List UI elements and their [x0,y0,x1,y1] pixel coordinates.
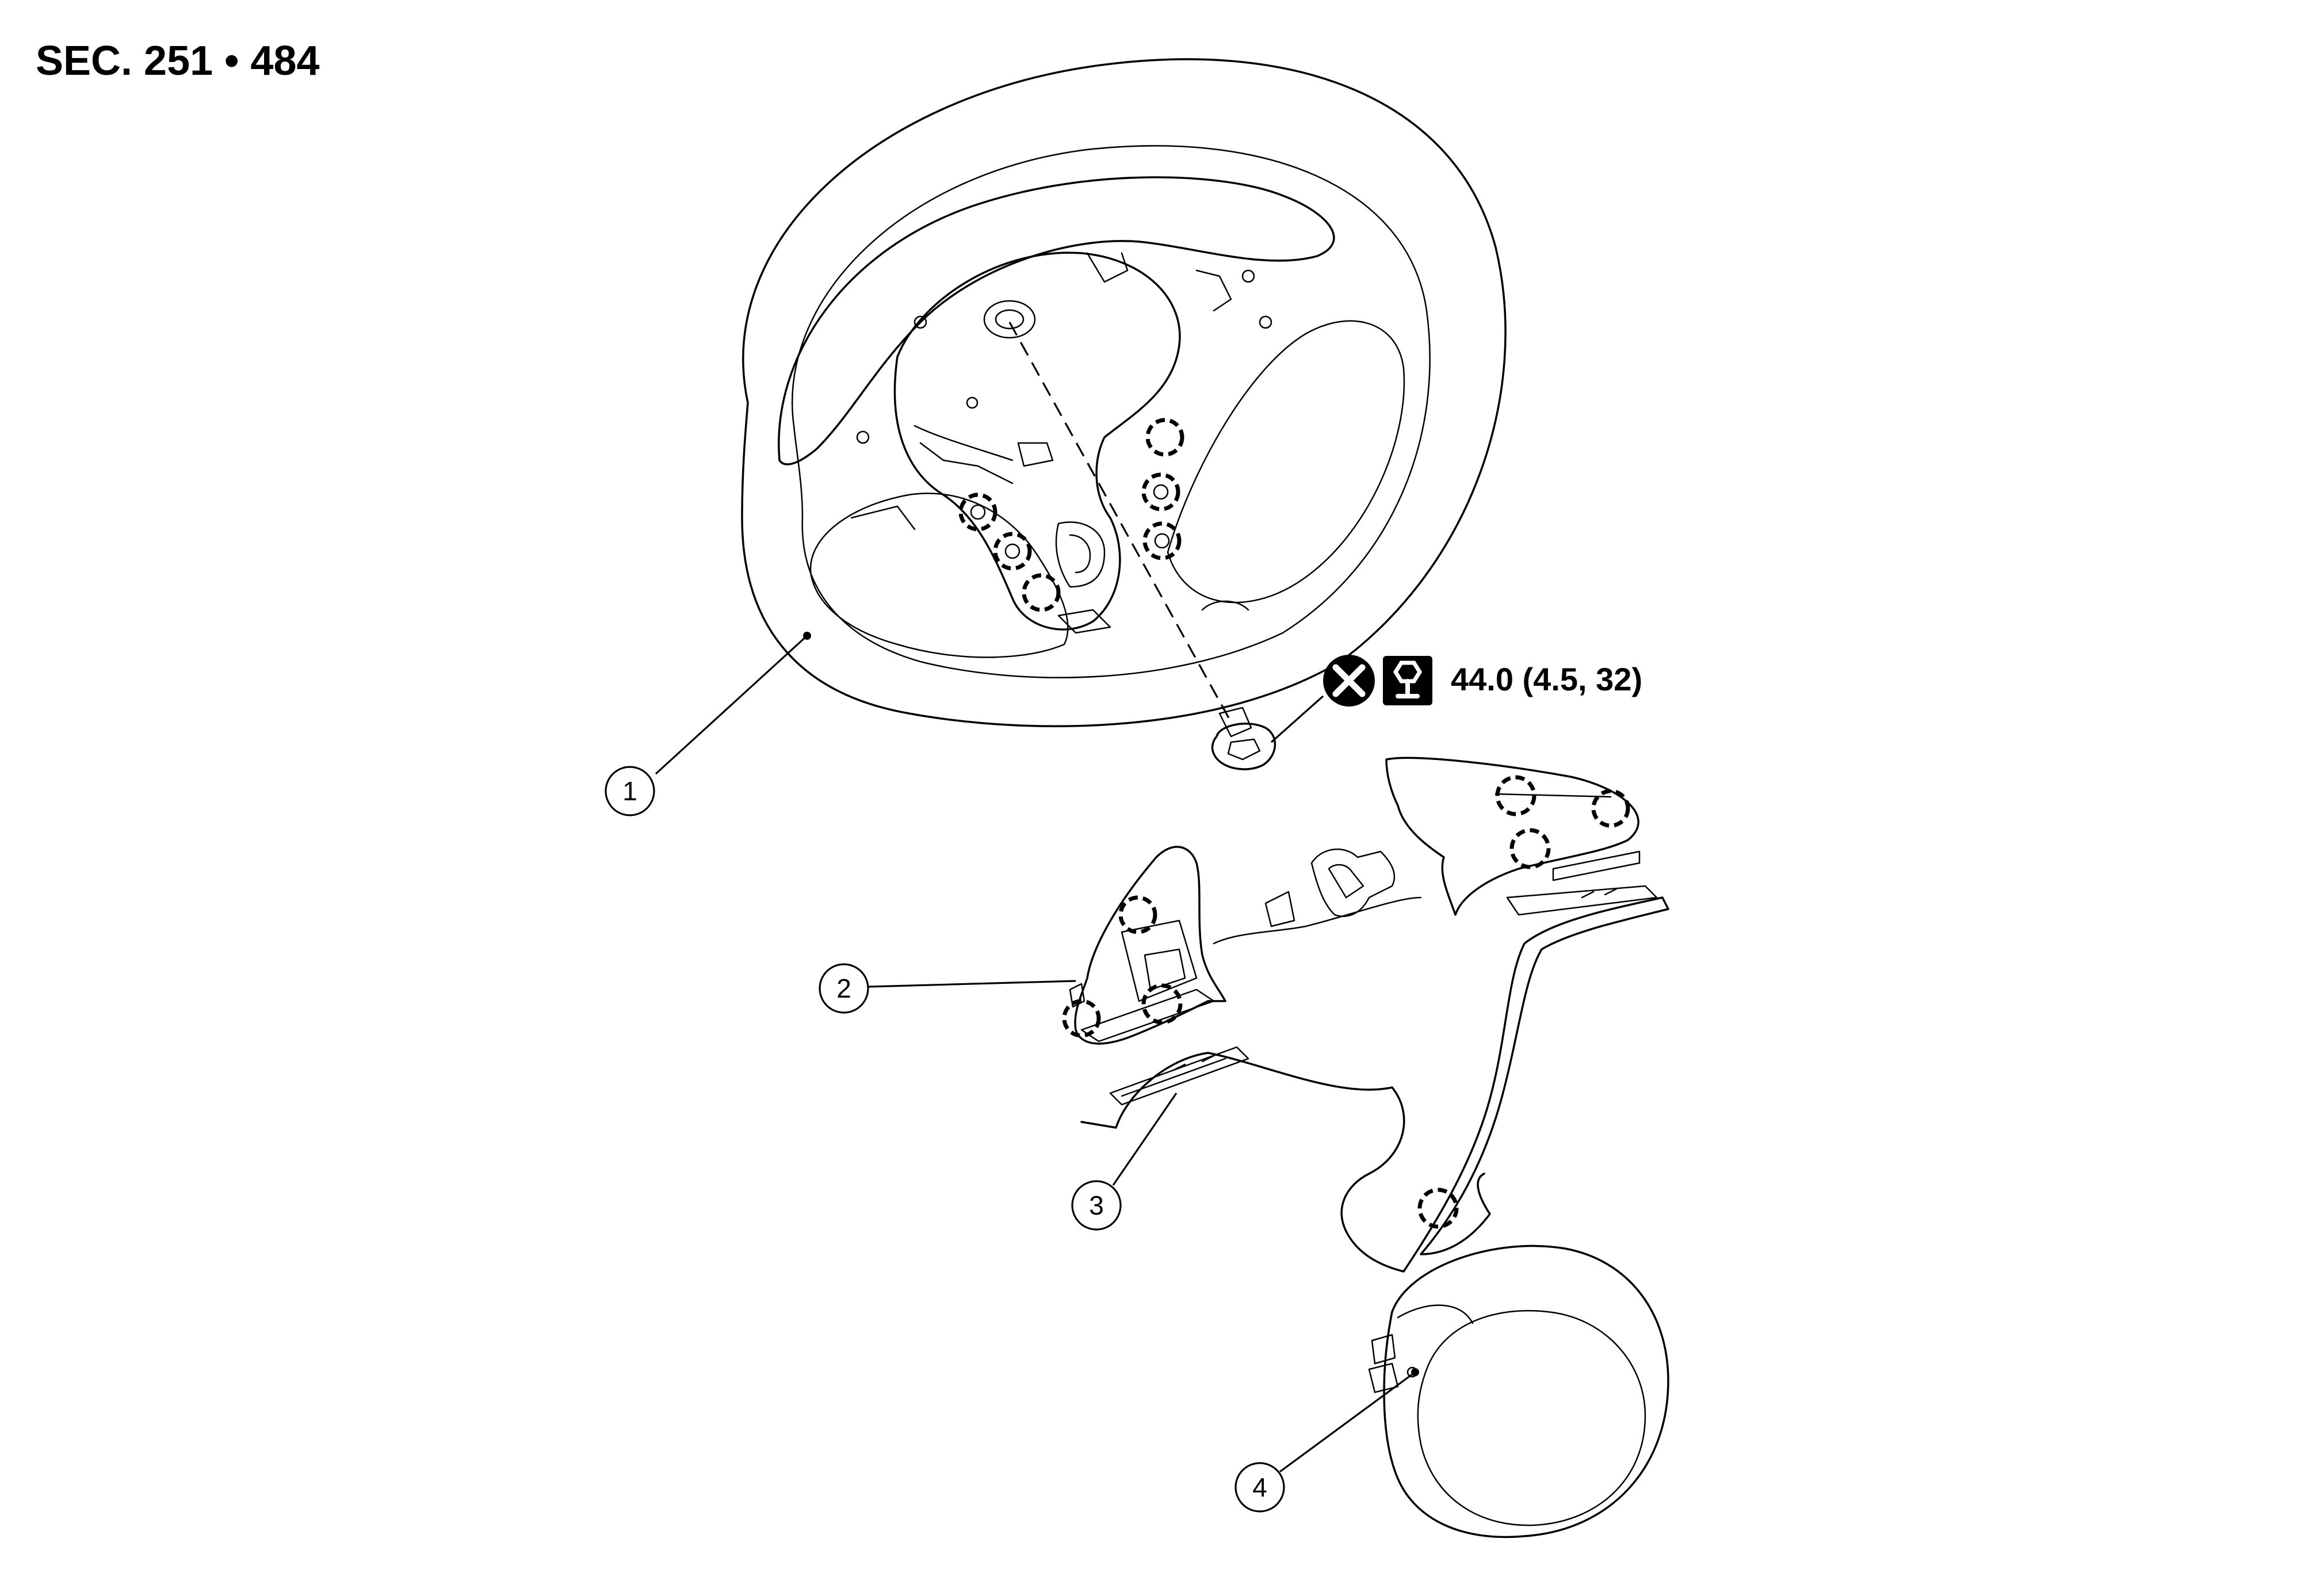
callout-3-label: 3 [1089,1190,1104,1220]
torque-spec: 44.0 (4.5, 32) [1270,655,1642,743]
callout-2: 2 [819,963,1076,1014]
torque-value: 44.0 (4.5, 32) [1451,661,1642,697]
section-code: SEC. 251 • 484 [36,38,320,84]
callout-2-label: 2 [836,973,851,1003]
bolt-alignment-line [1008,322,1232,723]
steering-wheel-bolt [1211,707,1276,770]
callout-1: 1 [605,632,811,816]
driver-air-bag-module [1368,1244,1669,1538]
callout-4: 4 [1234,1368,1419,1513]
bolt-tightening-icon [1383,656,1432,705]
callout-3: 3 [1071,1093,1178,1231]
do-not-reuse-icon [1323,655,1375,707]
steering-wheel [741,58,1507,728]
steering-wheel-finisher [1062,757,1669,1273]
callout-1-label: 1 [622,776,637,806]
callout-4-label: 4 [1252,1472,1267,1502]
